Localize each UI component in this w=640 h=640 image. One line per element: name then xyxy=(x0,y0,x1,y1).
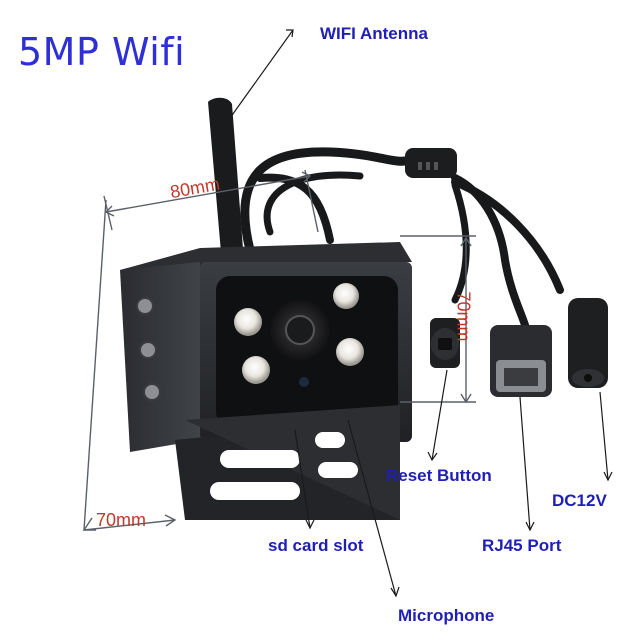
depth-dimension: 70mm xyxy=(96,510,147,530)
mounting-bracket xyxy=(175,405,400,520)
wifi-antenna-label: WIFI Antenna xyxy=(320,24,428,43)
callout-lines xyxy=(224,29,613,598)
sd-card-slot-label: sd card slot xyxy=(268,536,364,555)
ir-led xyxy=(336,338,364,366)
rj45-connector xyxy=(490,325,552,397)
product-title: 5MP Wifi xyxy=(18,30,186,74)
height-dimension: 70mm xyxy=(453,291,474,342)
reset-button-label: Reset Button xyxy=(386,466,492,485)
cable-splitter xyxy=(405,148,457,178)
ir-led xyxy=(242,356,270,384)
ir-led xyxy=(234,308,262,336)
reset-button-connector xyxy=(430,318,460,368)
mount-screws xyxy=(136,297,161,401)
dimension-lines xyxy=(82,169,476,531)
rj45-port-label: RJ45 Port xyxy=(482,536,562,555)
ir-led xyxy=(333,283,359,309)
dc-connector xyxy=(568,298,608,388)
dc12v-label: DC12V xyxy=(552,491,607,510)
microphone-label: Microphone xyxy=(398,606,495,625)
light-sensor xyxy=(299,377,309,387)
camera-side xyxy=(120,262,200,452)
